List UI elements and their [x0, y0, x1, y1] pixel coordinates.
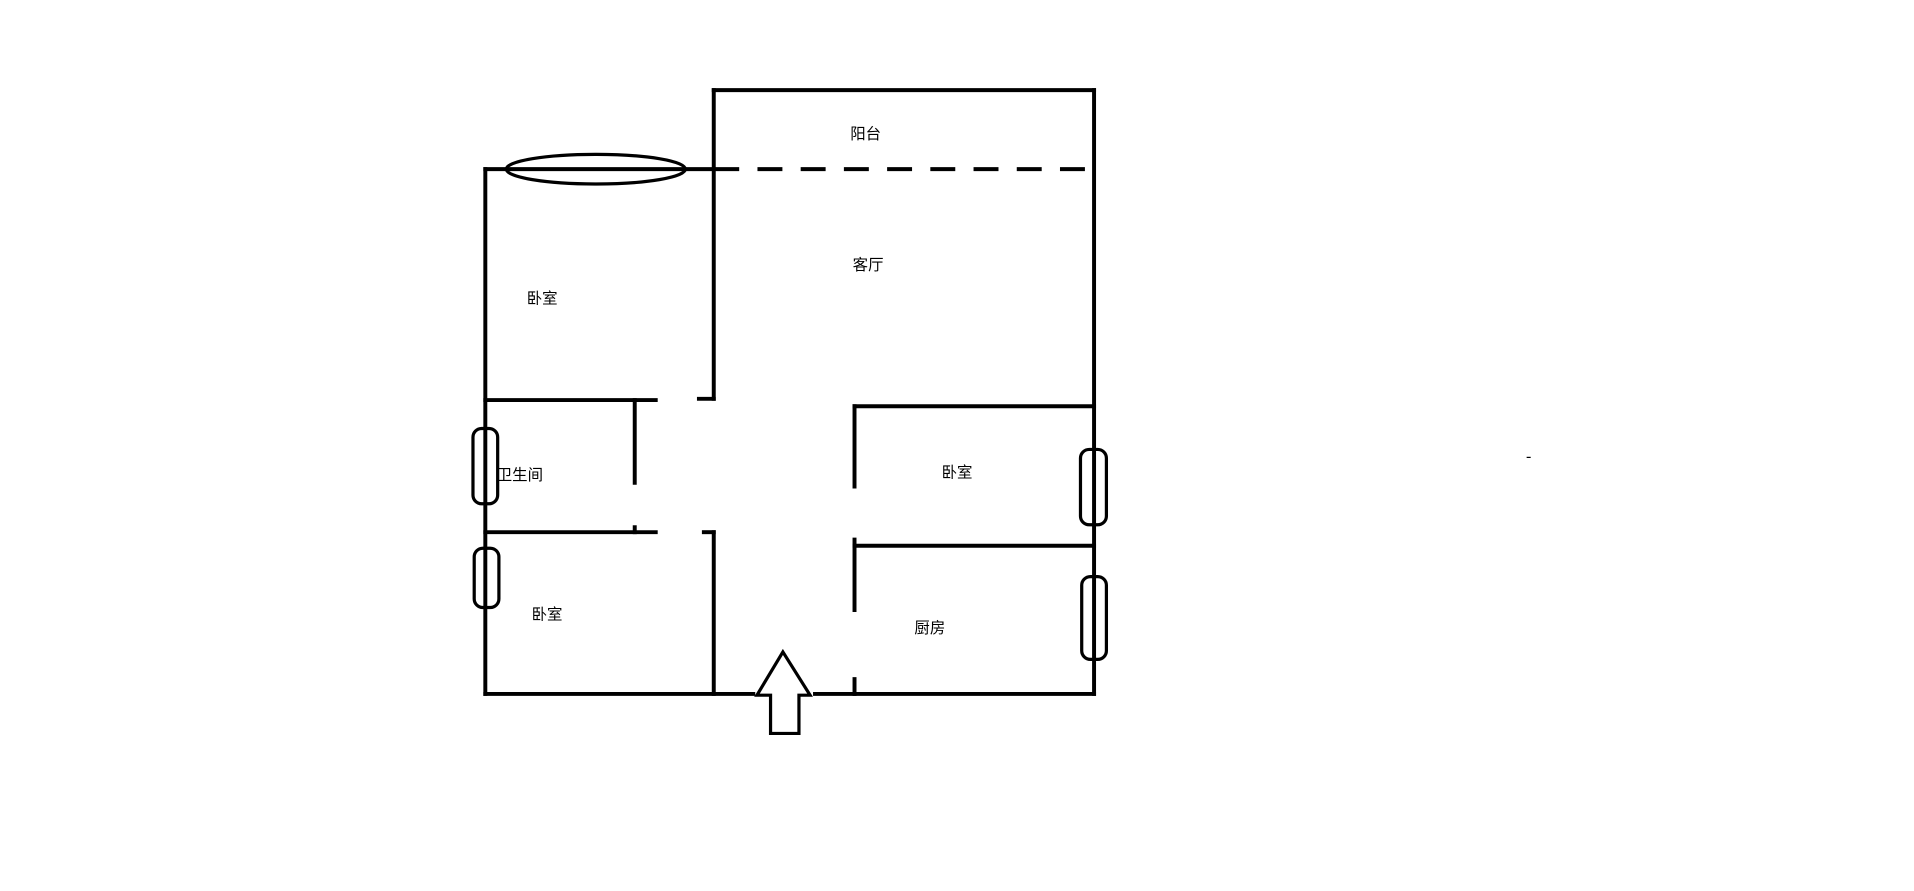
- window-top: [504, 152, 687, 186]
- room-label-bedroom-top-left: 卧室: [527, 289, 558, 307]
- room-label-bedroom-bottom-left: 卧室: [532, 605, 563, 623]
- room-label-bedroom-right: 卧室: [942, 463, 973, 481]
- windows: [471, 152, 1109, 661]
- window-bottom-left: [472, 546, 501, 610]
- entrance-arrow-icon: [754, 648, 813, 736]
- room-label-bathroom: 卫生间: [497, 466, 543, 484]
- stray-mark: -: [1526, 447, 1532, 465]
- room-label-living-room: 客厅: [853, 256, 884, 274]
- room-label-balcony: 阳台: [850, 125, 881, 143]
- walls: [483, 88, 1097, 696]
- window-kitchen: [1080, 575, 1109, 661]
- window-bathroom: [471, 426, 500, 506]
- room-label-kitchen: 厨房: [914, 619, 945, 637]
- window-right-bedroom: [1078, 447, 1109, 527]
